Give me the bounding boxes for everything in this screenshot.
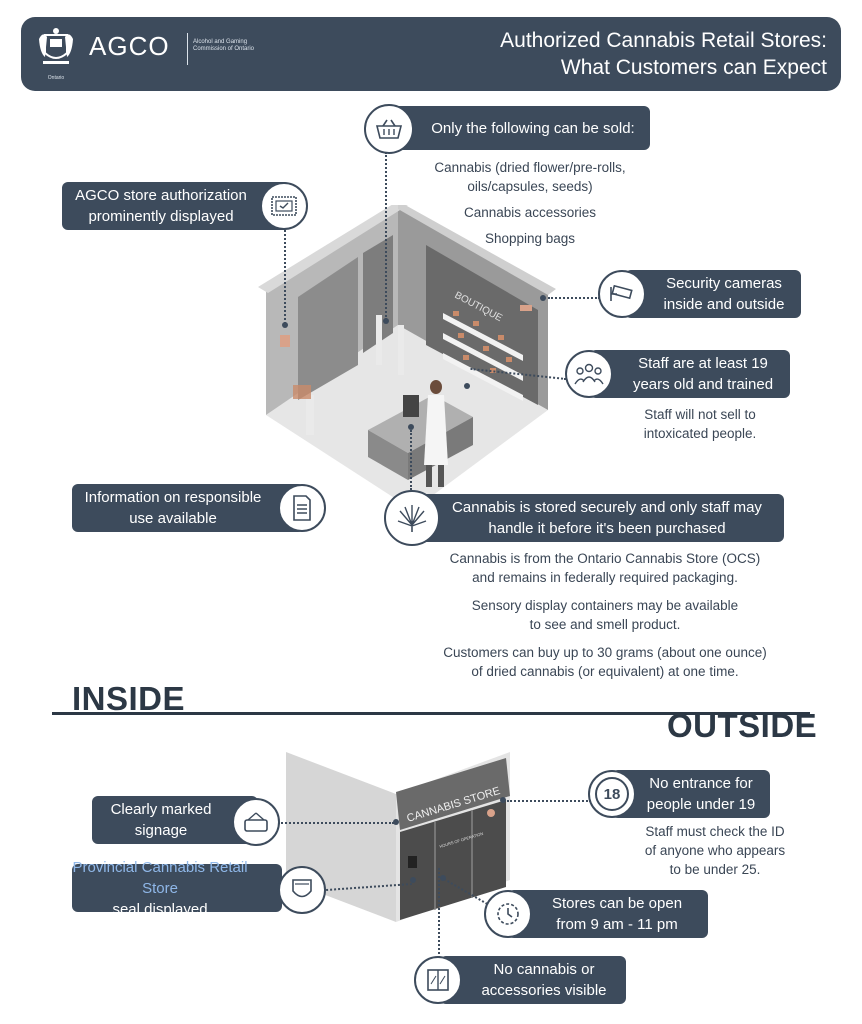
- cameras-line-2: inside and outside: [663, 296, 785, 313]
- basket-icon: [364, 104, 414, 154]
- title-line-2: What Customers can Expect: [560, 56, 827, 79]
- storage-note-line: Cannabis is from the Ontario Cannabis St…: [449, 551, 761, 566]
- cannabis-leaf-icon: [384, 490, 440, 546]
- hours-line-2: from 9 am - 11 pm: [556, 916, 678, 933]
- storage-line-1: Cannabis is stored securely and only sta…: [452, 499, 762, 516]
- header-banner: Ontario AGCO Alcohol and Gaming Commissi…: [21, 17, 841, 91]
- entrance-callout: No entrance for people under 19: [612, 770, 770, 818]
- no-18-icon: 18: [588, 770, 636, 818]
- sold-item: Cannabis accessories: [463, 205, 597, 220]
- cameras-line-1: Security cameras: [666, 275, 782, 292]
- outside-section-label: OUTSIDE: [667, 707, 818, 744]
- staff-note-line: intoxicated people.: [643, 426, 757, 441]
- crest-caption: Ontario: [47, 75, 65, 81]
- information-line-1: Information on responsible: [84, 489, 262, 506]
- entrance-note: Staff must check the ID of anyone who ap…: [630, 822, 800, 879]
- connector-dot: [464, 383, 470, 389]
- connector-line: [410, 430, 412, 490]
- authorization-callout: AGCO store authorization prominently dis…: [62, 182, 290, 230]
- staff-line-1: Staff are at least 19: [638, 355, 768, 372]
- document-icon: [278, 484, 326, 532]
- connector-dot: [383, 318, 389, 324]
- agco-logo: AGCO: [89, 31, 170, 61]
- signage-line-2: signage: [134, 822, 188, 839]
- visibility-line-2: accessories visible: [481, 982, 607, 999]
- store-interior-illustration: BOUTIQUE: [258, 205, 556, 510]
- clock-icon: [484, 890, 532, 938]
- staff-callout: Staff are at least 19 years old and trai…: [590, 350, 790, 398]
- storage-note-line: of dried cannabis (or equivalent) at one…: [471, 664, 739, 679]
- window-icon: [414, 956, 462, 1004]
- entrance-note-line: Staff must check the ID: [645, 824, 785, 839]
- connector-line: [438, 868, 440, 958]
- authorization-line-1: AGCO store authorization: [75, 187, 247, 204]
- logo-divider: [187, 33, 188, 65]
- sold-item: oils/capsules, seeds): [467, 179, 593, 194]
- page-title: Authorized Cannabis Retail Stores: What …: [500, 27, 827, 81]
- connector-dot: [408, 424, 414, 430]
- connector-dot: [410, 877, 416, 883]
- shield-icon: [278, 866, 326, 914]
- connector-line: [278, 822, 394, 824]
- seal-line-2: seal displayed: [112, 900, 208, 918]
- age-18-text: 18: [595, 777, 629, 811]
- storage-note-line: and remains in federally required packag…: [472, 570, 738, 585]
- hours-callout: Stores can be open from 9 am - 11 pm: [508, 890, 708, 938]
- connector-line: [284, 230, 286, 324]
- connector-dot: [500, 797, 506, 803]
- hours-line-1: Stores can be open: [551, 895, 683, 912]
- staff-note: Staff will not sell to intoxicated peopl…: [610, 405, 790, 443]
- information-line-2: use available: [129, 510, 217, 527]
- staff-line-2: years old and trained: [632, 376, 774, 393]
- authorization-line-2: prominently displayed: [88, 208, 234, 225]
- inside-section-label: INSIDE: [72, 680, 186, 717]
- storage-line-2: handle it before it's been purchased: [488, 520, 726, 537]
- seal-highlight-text: Store: [142, 879, 178, 897]
- camera-icon: [598, 270, 646, 318]
- sign-icon: [232, 798, 280, 846]
- storage-notes: Cannabis is from the Ontario Cannabis St…: [420, 549, 790, 681]
- connector-dot: [282, 322, 288, 328]
- sold-item: Cannabis (dried flower/pre-rolls,: [434, 160, 626, 175]
- ontario-crest-icon: [39, 28, 73, 64]
- cameras-callout: Security cameras inside and outside: [625, 270, 801, 318]
- seal-highlight-text: Provincial Cannabis Retail: [72, 858, 248, 876]
- sold-items-callout: Only the following can be sold:: [390, 106, 650, 150]
- connector-dot: [393, 819, 399, 825]
- sold-items-list: Cannabis (dried flower/pre-rolls, oils/c…: [410, 158, 650, 248]
- certificate-icon: [260, 182, 308, 230]
- visibility-line-1: No cannabis or: [493, 961, 595, 978]
- sold-item: Shopping bags: [484, 231, 576, 246]
- seal-callout: Provincial Cannabis Retail Store seal di…: [72, 859, 282, 918]
- sold-title: Only the following can be sold:: [431, 119, 635, 137]
- connector-dot: [540, 295, 546, 301]
- storage-note-line: to see and smell product.: [529, 617, 681, 632]
- entrance-line-2: people under 19: [646, 796, 756, 813]
- storage-note-line: Customers can buy up to 30 grams (about …: [443, 645, 767, 660]
- connector-line: [507, 800, 591, 802]
- staff-note-line: Staff will not sell to: [644, 407, 756, 422]
- title-line-1: Authorized Cannabis Retail Stores:: [500, 29, 827, 52]
- entrance-note-line: of anyone who appears: [644, 843, 786, 858]
- storage-callout: Cannabis is stored securely and only sta…: [410, 494, 784, 542]
- storage-note-line: Sensory display containers may be availa…: [471, 598, 739, 613]
- connector-line: [548, 297, 600, 299]
- signage-line-1: Clearly marked: [110, 801, 212, 818]
- connector-line: [385, 152, 387, 320]
- people-icon: [565, 350, 613, 398]
- section-divider: [52, 712, 810, 715]
- visibility-callout: No cannabis or accessories visible: [440, 956, 626, 1004]
- logo-subtitle: Alcohol and Gaming Commission of Ontario: [193, 39, 255, 52]
- entrance-note-line: to be under 25.: [669, 862, 761, 877]
- entrance-line-1: No entrance for: [649, 775, 753, 792]
- signage-callout: Clearly marked signage: [92, 796, 258, 844]
- connector-dot: [440, 875, 446, 881]
- information-callout: Information on responsible use available: [72, 484, 304, 532]
